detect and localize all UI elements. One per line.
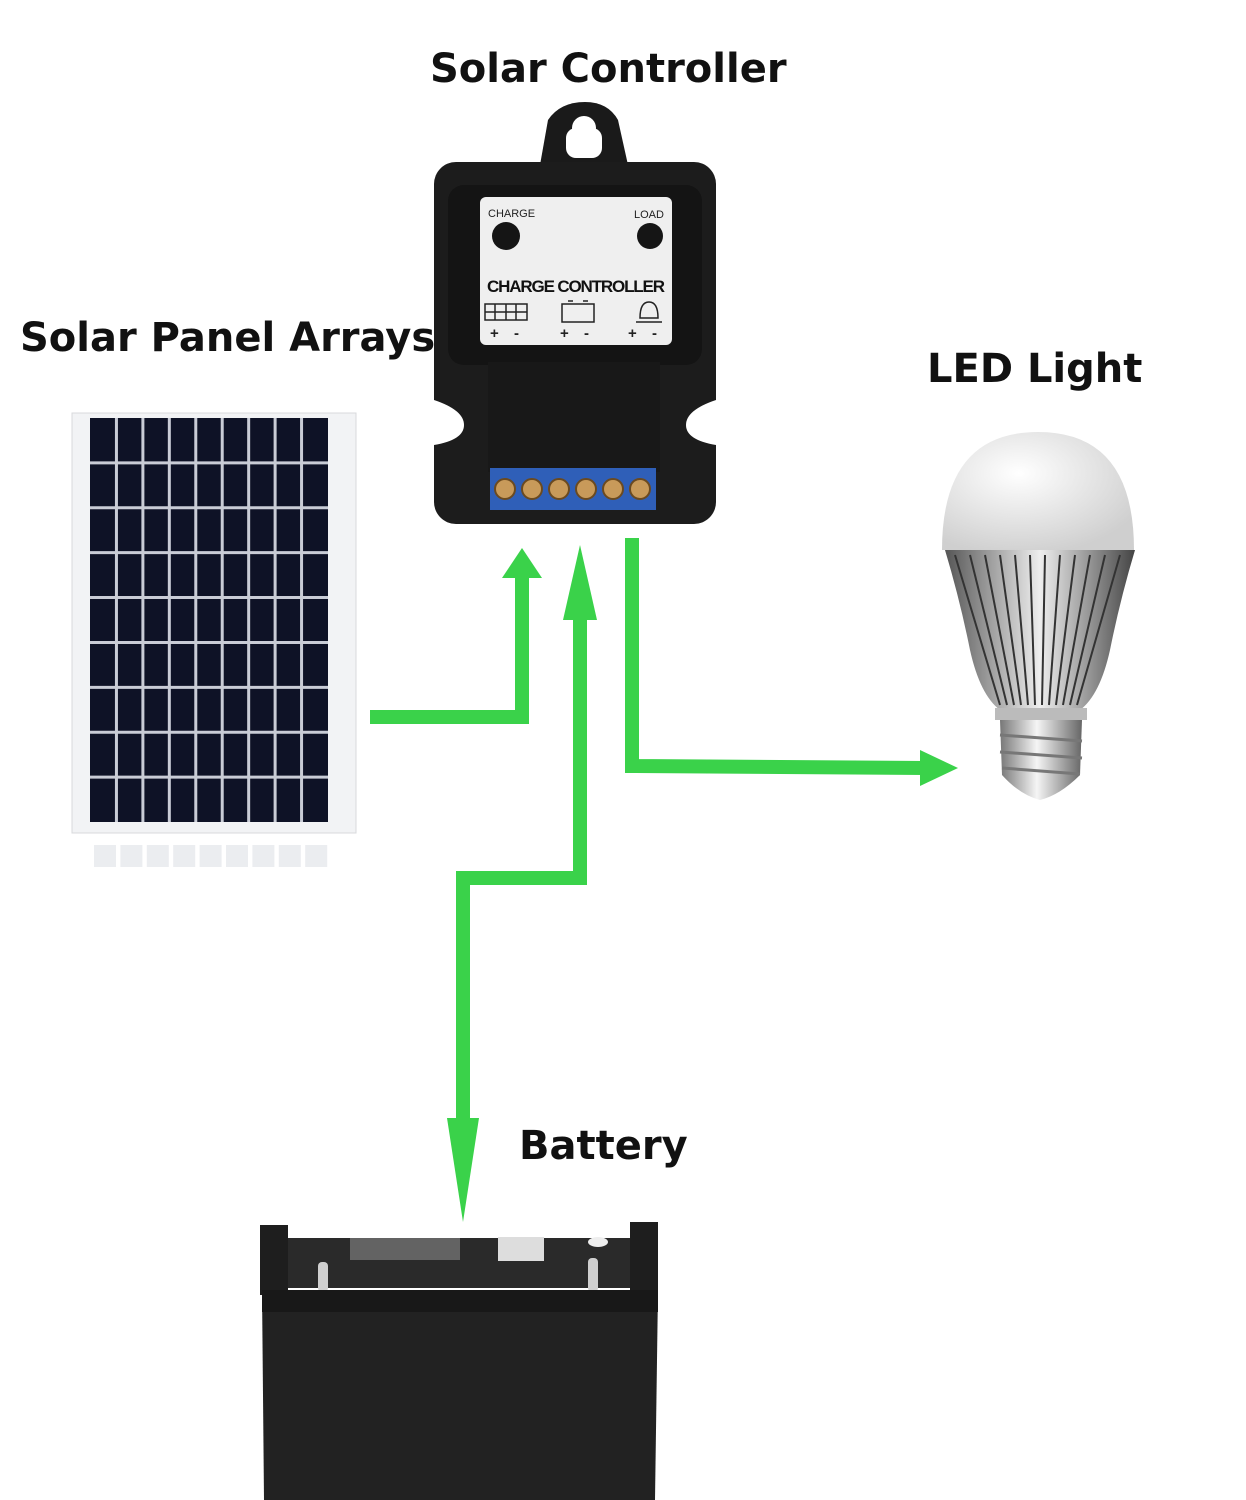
controller-title: CHARGE CONTROLLER <box>487 277 665 296</box>
terminal-screw <box>575 478 597 500</box>
charge-led <box>492 222 520 250</box>
solar-panel <box>71 412 357 867</box>
terminal-screw <box>548 478 570 500</box>
arrowhead-right-icon <box>920 750 958 786</box>
terminal-screw <box>602 478 624 500</box>
led-bulb <box>942 432 1135 800</box>
charge-indicator-label: CHARGE <box>488 208 535 220</box>
terminal-mark: + <box>560 325 569 342</box>
panel-to-controller-arrow <box>370 575 529 724</box>
load-indicator-label: LOAD <box>634 209 664 221</box>
battery <box>260 1222 658 1500</box>
terminal-screw <box>494 478 516 500</box>
arrowhead-down-icon <box>447 1118 479 1222</box>
charge-controller: CHARGE LOAD CHARGE CONTROLLER + - + - + … <box>434 102 716 524</box>
terminal-mark: - <box>652 325 657 342</box>
controller-face-panel <box>480 197 672 345</box>
arrowhead-up-icon <box>502 548 542 578</box>
terminal-mark: - <box>584 325 589 342</box>
terminal-mark: - <box>514 325 519 342</box>
lamp-symbol-icon <box>636 301 662 323</box>
controller-label: Solar Controller <box>430 46 787 92</box>
arrowhead-up-icon <box>563 545 597 620</box>
terminal-screw <box>521 478 543 500</box>
led-label: LED Light <box>927 346 1143 392</box>
battery-controller-arrow <box>456 610 587 1170</box>
load-led <box>637 223 663 249</box>
controller-to-led-arrow <box>625 538 926 775</box>
terminal-mark: + <box>628 325 637 342</box>
terminal-mark: + <box>490 325 499 342</box>
battery-symbol-icon <box>561 300 595 323</box>
terminal-screw <box>629 478 651 500</box>
terminal-block <box>490 468 656 510</box>
battery-label: Battery <box>519 1123 688 1169</box>
panel-label: Solar Panel Arrays <box>20 315 436 361</box>
panel-symbol-icon <box>484 303 528 321</box>
